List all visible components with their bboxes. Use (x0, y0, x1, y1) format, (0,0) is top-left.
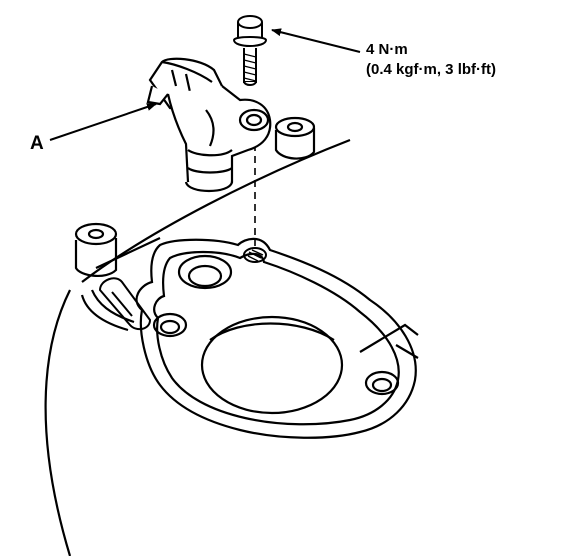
torque-spec-label: 4 N·m (366, 41, 408, 58)
transmission-housing (44, 116, 351, 556)
mounting-bolt (232, 15, 268, 86)
torque-spec-alt-label: (0.4 kgf·m, 3 lbf·ft) (366, 61, 496, 78)
leader-arrow-a (49, 103, 157, 141)
leader-arrow-torque (271, 28, 361, 53)
housing-slot (98, 277, 152, 331)
sensor-body (146, 57, 272, 192)
mounting-plate (135, 237, 419, 439)
part-a-label: A (30, 133, 44, 154)
bolt-hole (243, 247, 267, 263)
